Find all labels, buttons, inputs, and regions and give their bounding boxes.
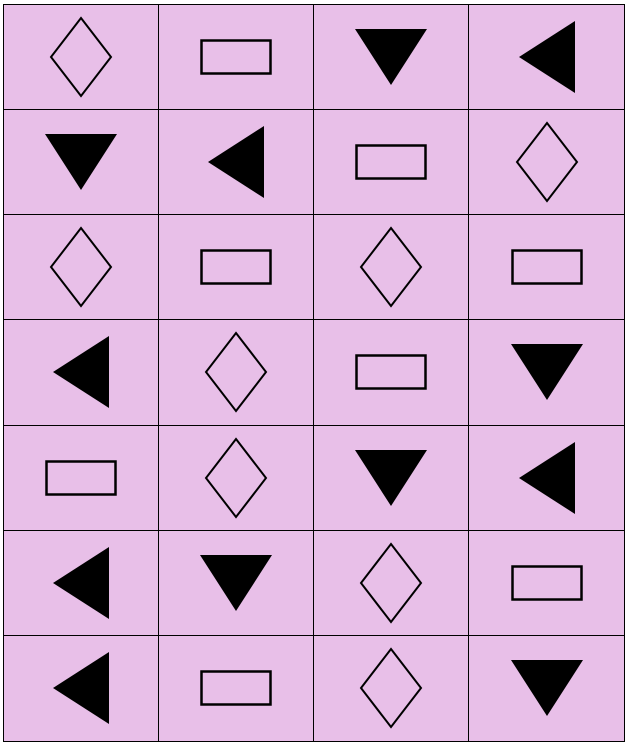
triangle-down-filled-icon — [355, 29, 427, 86]
rectangle-outline-icon — [200, 670, 272, 707]
cell-shape — [159, 426, 313, 530]
cell-shape — [314, 636, 468, 741]
cell-shape — [314, 320, 468, 424]
grid-cell[interactable] — [469, 635, 624, 741]
rectangle-outline-icon — [200, 39, 272, 75]
rectangle-outline-icon — [510, 249, 583, 286]
rectangle-outline-icon — [355, 144, 427, 180]
triangle-down-filled-icon — [200, 554, 272, 611]
grid-cell[interactable] — [314, 425, 469, 531]
grid-cell[interactable] — [159, 635, 314, 741]
grid-cell[interactable] — [159, 425, 314, 531]
diamond-outline-icon — [204, 331, 268, 414]
grid-cell[interactable] — [314, 635, 469, 741]
cell-shape — [4, 5, 158, 109]
cell-shape — [314, 215, 468, 319]
triangle-left-filled-icon — [53, 652, 109, 725]
cell-shape — [4, 320, 158, 424]
diamond-outline-icon — [204, 436, 268, 519]
triangle-down-filled-icon — [355, 449, 427, 506]
cell-shape — [314, 110, 468, 214]
grid-cell[interactable] — [314, 215, 469, 321]
cell-shape — [314, 426, 468, 530]
grid-cell[interactable] — [4, 5, 159, 111]
grid-cell[interactable] — [4, 110, 159, 216]
diamond-outline-icon — [359, 542, 423, 624]
cell-shape — [159, 531, 313, 635]
grid-cell[interactable] — [469, 320, 624, 426]
cell-shape — [469, 110, 624, 214]
grid-cell[interactable] — [314, 110, 469, 216]
grid-cell[interactable] — [469, 530, 624, 636]
triangle-down-filled-icon — [510, 660, 583, 717]
cell-shape — [314, 531, 468, 635]
cell-shape — [159, 110, 313, 214]
triangle-left-filled-icon — [208, 126, 264, 199]
grid-cell[interactable] — [159, 320, 314, 426]
cell-shape — [4, 426, 158, 530]
triangle-left-filled-icon — [53, 336, 109, 409]
rectangle-outline-icon — [355, 354, 427, 391]
cell-shape — [469, 5, 624, 109]
grid-cell[interactable] — [469, 425, 624, 531]
grid-cell[interactable] — [314, 320, 469, 426]
grid-cell[interactable] — [4, 635, 159, 741]
diamond-outline-icon — [359, 647, 423, 730]
grid-cell[interactable] — [469, 215, 624, 321]
rectangle-outline-icon — [200, 249, 272, 286]
grid-cell[interactable] — [159, 530, 314, 636]
cell-shape — [4, 215, 158, 319]
rectangle-outline-icon — [510, 565, 583, 601]
cell-shape — [159, 320, 313, 424]
grid-cell[interactable] — [159, 215, 314, 321]
grid-cell[interactable] — [4, 215, 159, 321]
cell-shape — [159, 5, 313, 109]
diamond-outline-icon — [49, 16, 113, 98]
grid-cell[interactable] — [4, 530, 159, 636]
grid-cell[interactable] — [159, 5, 314, 111]
cell-shape — [469, 215, 624, 319]
triangle-down-filled-icon — [45, 134, 117, 191]
diamond-outline-icon — [515, 121, 578, 203]
triangle-left-filled-icon — [53, 546, 109, 619]
cell-shape — [4, 110, 158, 214]
grid-cell[interactable] — [469, 5, 624, 111]
rectangle-outline-icon — [45, 459, 117, 496]
cell-shape — [469, 426, 624, 530]
triangle-left-filled-icon — [518, 21, 575, 94]
cell-shape — [314, 5, 468, 109]
grid-cell[interactable] — [4, 425, 159, 531]
triangle-down-filled-icon — [510, 344, 583, 401]
cell-shape — [4, 531, 158, 635]
shape-grid-board — [3, 4, 625, 742]
diamond-outline-icon — [359, 226, 423, 308]
grid-cell[interactable] — [314, 5, 469, 111]
cell-shape — [159, 215, 313, 319]
cell-shape — [469, 636, 624, 741]
diamond-outline-icon — [49, 226, 113, 308]
grid-cell[interactable] — [4, 320, 159, 426]
cell-shape — [159, 636, 313, 741]
grid-cell[interactable] — [159, 110, 314, 216]
triangle-left-filled-icon — [518, 441, 575, 514]
grid-cell[interactable] — [314, 530, 469, 636]
cell-shape — [469, 531, 624, 635]
grid-cell[interactable] — [469, 110, 624, 216]
cell-shape — [469, 320, 624, 424]
cell-shape — [4, 636, 158, 741]
